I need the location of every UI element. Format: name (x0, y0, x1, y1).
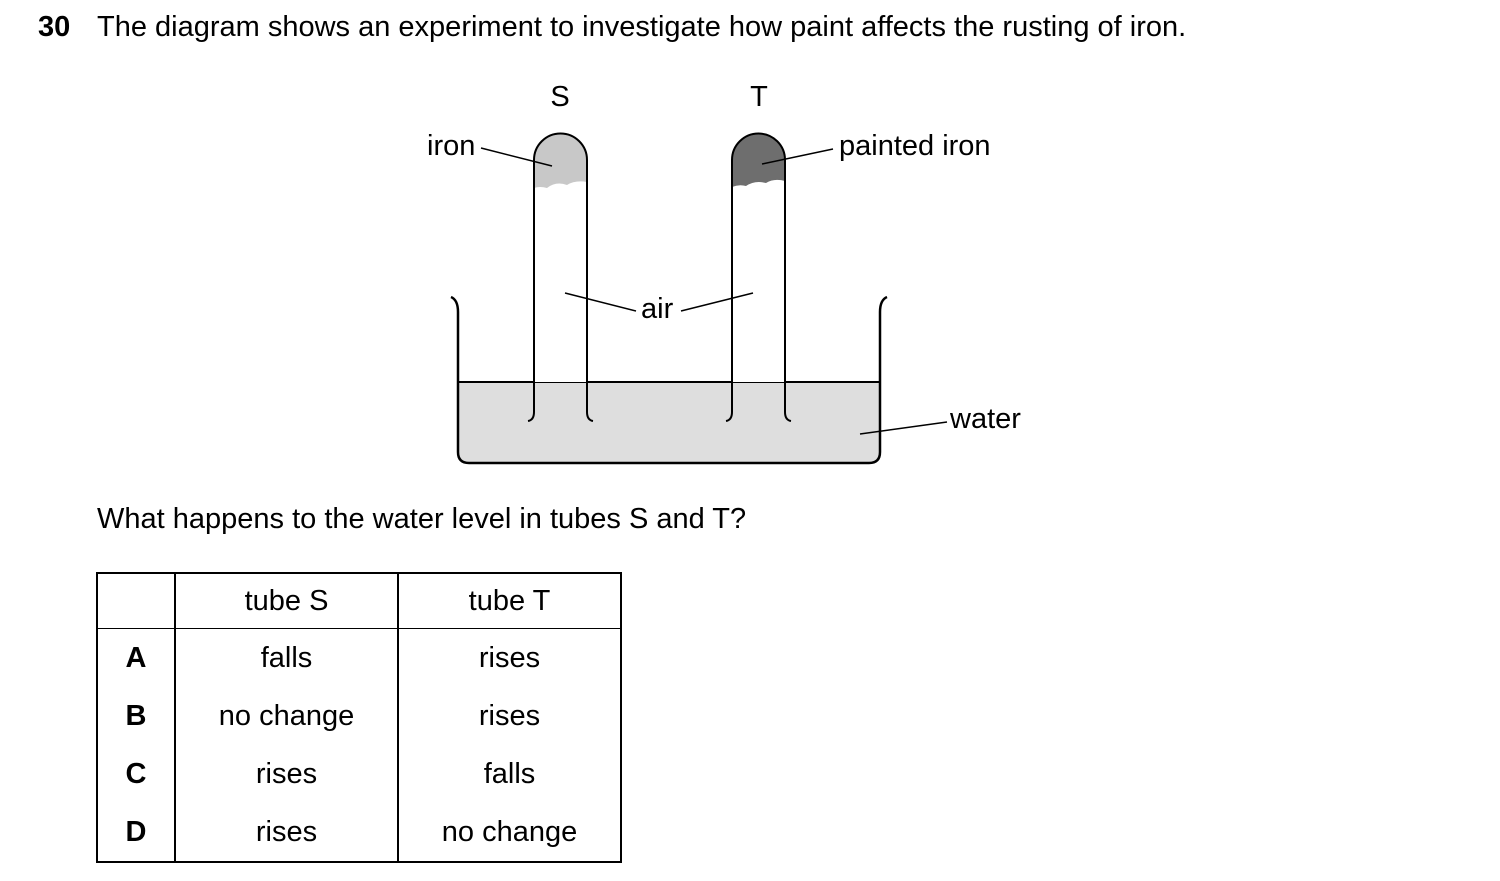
tube-s-result: rises (174, 803, 399, 863)
tube-s-label: S (550, 81, 569, 113)
table-header-row: tube S tube T (96, 572, 622, 629)
question-text: The diagram shows an experiment to inves… (97, 11, 1187, 43)
tube-s-result: falls (174, 628, 399, 687)
option-letter: A (96, 628, 176, 687)
follow-up-question: What happens to the water level in tubes… (97, 503, 747, 535)
option-letter: C (96, 745, 176, 803)
air-label: air (641, 293, 674, 325)
water-body (458, 382, 880, 463)
table-row: C rises falls (96, 745, 622, 803)
table-row: A falls rises (96, 628, 622, 687)
tube-s-result: no change (174, 687, 399, 745)
water-label: water (949, 403, 1021, 435)
trough (450, 295, 888, 465)
tube-t-label: T (750, 81, 768, 113)
water-leader-line (859, 421, 948, 435)
painted-iron-label: painted iron (839, 130, 991, 162)
tube-t-result: rises (397, 687, 622, 745)
question-number: 30 (38, 11, 71, 43)
tube-t-result: falls (397, 745, 622, 803)
air-leader-line-s (564, 292, 637, 312)
header-tube-s: tube S (174, 572, 399, 629)
table-row: D rises no change (96, 803, 622, 863)
tube-s (527, 132, 594, 422)
table-row: B no change rises (96, 687, 622, 745)
iron-label: iron (427, 130, 475, 162)
tube-t-result: no change (397, 803, 622, 863)
header-blank-cell (96, 572, 176, 629)
option-letter: B (96, 687, 176, 745)
header-tube-t: tube T (397, 572, 622, 629)
air-leader-line-t (680, 292, 754, 312)
tube-s-result: rises (174, 745, 399, 803)
tube-t-result: rises (397, 628, 622, 687)
painted-iron-leader-line (761, 148, 834, 165)
option-letter: D (96, 803, 176, 863)
answer-options-table: tube S tube T A falls rises B no change … (96, 572, 622, 863)
iron-leader-line (480, 147, 553, 167)
tube-t (725, 132, 792, 422)
